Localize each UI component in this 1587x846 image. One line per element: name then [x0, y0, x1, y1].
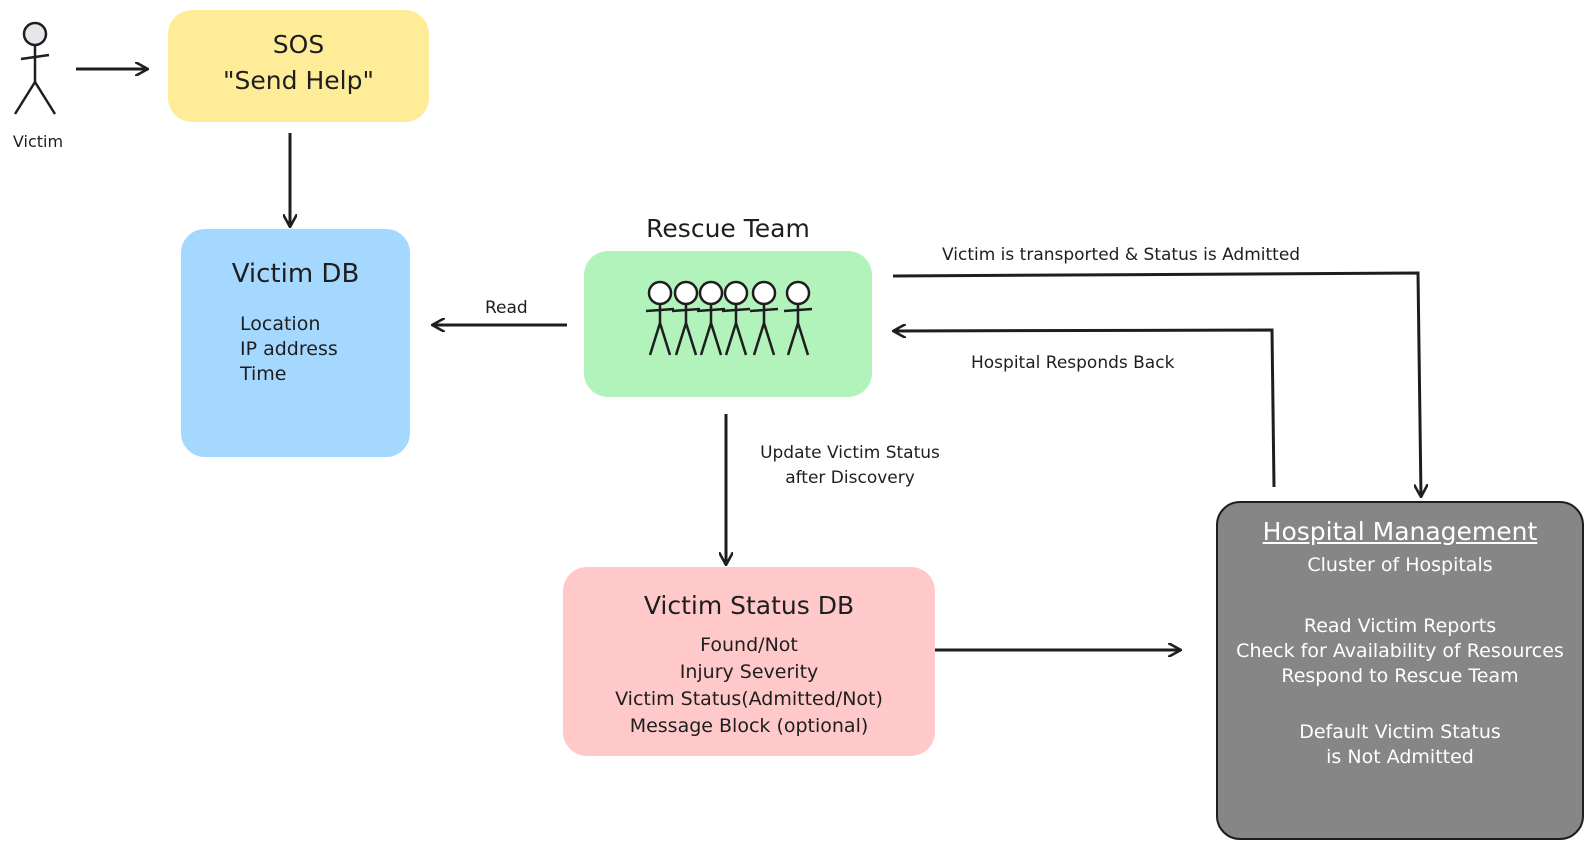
victim-actor-label: Victim — [12, 132, 64, 151]
edge-label-update-line1: Update Victim Status — [760, 443, 940, 463]
hospital-task-read-reports: Read Victim Reports — [1303, 615, 1497, 637]
sos-box[interactable]: SOS "Send Help" — [168, 10, 429, 122]
victim-actor-icon — [13, 21, 57, 115]
victim-status-db-title: Victim Status DB — [643, 591, 855, 620]
edge-label-responds: Hospital Responds Back — [971, 353, 1175, 373]
victim-status-db-box[interactable]: Victim Status DB Found/Not Injury Severi… — [563, 567, 935, 756]
rescue-team-box[interactable] — [584, 251, 872, 397]
edge-label-transported: Victim is transported & Status is Admitt… — [942, 245, 1301, 265]
hospital-default-status-line2: is Not Admitted — [1326, 746, 1474, 768]
edge-label-update-line2: after Discovery — [785, 468, 915, 488]
hospital-subtitle: Cluster of Hospitals — [1307, 554, 1493, 576]
victim-db-field-location: Location — [240, 313, 321, 335]
victim-status-db-field-injury: Injury Severity — [679, 661, 819, 683]
hospital-default-status-line1: Default Victim Status — [1299, 721, 1501, 743]
edge-label-read: Read — [485, 298, 528, 318]
sos-title: SOS — [272, 30, 325, 59]
rescue-team-figures-icon — [645, 280, 813, 356]
victim-db-field-time: Time — [240, 363, 287, 385]
hospital-task-respond: Respond to Rescue Team — [1281, 665, 1519, 687]
victim-db-field-ip: IP address — [240, 338, 338, 360]
rescue-team-title: Rescue Team — [646, 214, 810, 243]
victim-db-title: Victim DB — [231, 259, 360, 289]
hospital-management-box[interactable]: Hospital Management Cluster of Hospitals… — [1216, 501, 1584, 840]
victim-status-db-field-found: Found/Not — [700, 634, 798, 656]
victim-status-db-field-status: Victim Status(Admitted/Not) — [615, 688, 883, 710]
hospital-task-check-resources: Check for Availability of Resources — [1236, 640, 1564, 662]
sos-subtitle: "Send Help" — [223, 66, 374, 95]
victim-db-box[interactable]: Victim DB Location IP address Time — [181, 229, 410, 457]
victim-status-db-field-message: Message Block (optional) — [629, 715, 869, 737]
hospital-title: Hospital Management — [1262, 517, 1538, 546]
arrow-rescue-to-hospital — [892, 271, 1421, 497]
